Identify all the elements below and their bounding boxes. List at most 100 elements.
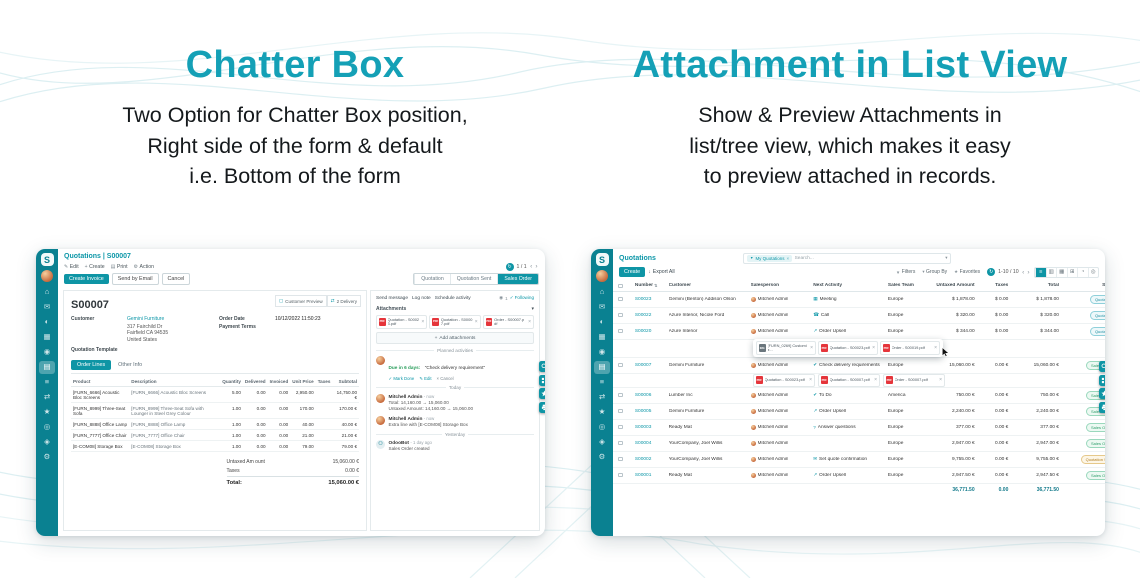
pivot-view-icon[interactable]: ⊞ bbox=[1066, 267, 1078, 277]
purchase-icon[interactable]: ★ bbox=[598, 407, 606, 416]
column-customer[interactable]: Customer bbox=[668, 283, 691, 289]
column-quantity[interactable]: Quantity bbox=[220, 376, 243, 388]
app-logo[interactable]: S bbox=[40, 253, 54, 266]
attachment-chip[interactable]: PDF Quotation - S00023.pdf bbox=[376, 315, 428, 329]
message-author[interactable]: Mitchell Admin bbox=[388, 394, 423, 400]
remove-attachment-icon[interactable] bbox=[475, 319, 478, 325]
print-icon[interactable] bbox=[539, 401, 545, 413]
search-input[interactable]: ▼ My Quotations Search... ▾ bbox=[743, 253, 952, 264]
apps-grid-icon[interactable] bbox=[539, 374, 545, 386]
filters-menu[interactable]: ▼Filters bbox=[895, 269, 916, 276]
cell-number[interactable]: S00001 bbox=[634, 472, 652, 478]
attachment-chip[interactable]: IMG [FURN_0269] Customiz... bbox=[756, 341, 816, 355]
attachment-chip[interactable]: PDF Quotation - S00023.pdf bbox=[753, 373, 815, 387]
calendar-view-icon[interactable]: ▦ bbox=[1056, 267, 1067, 277]
cancel-activity-button[interactable]: Cancel bbox=[437, 376, 454, 382]
search-icon[interactable] bbox=[539, 361, 545, 372]
cell-next-activity[interactable]: ✔To Do bbox=[813, 392, 888, 398]
discuss-icon[interactable]: ✉ bbox=[43, 302, 51, 311]
send-message-button[interactable]: Send message bbox=[376, 295, 408, 301]
cell-next-activity[interactable]: ↗Order Upsell bbox=[813, 472, 888, 478]
attachment-chip[interactable]: PDF Quotation - S00023.pdf bbox=[818, 341, 878, 355]
graph-view-icon[interactable]: ◔ bbox=[1077, 267, 1088, 277]
dashboard-icon[interactable]: ≡ bbox=[44, 377, 50, 386]
column-invoiced[interactable]: Invoiced bbox=[267, 376, 291, 388]
studio-icon[interactable]: ◈ bbox=[599, 437, 605, 446]
quotation-row[interactable]: S00001 Ready Mat Mitchell Admin ↗Order U… bbox=[613, 468, 1105, 484]
quotation-row[interactable]: S00004 YourCompany, Joel Willis Mitchell… bbox=[613, 436, 1105, 452]
status-stage[interactable]: Quotation bbox=[414, 274, 450, 284]
cell-next-activity[interactable]: ✔Check delivery requirements bbox=[813, 362, 888, 368]
export-all-button[interactable]: ↓Export All bbox=[648, 269, 675, 276]
remove-attachment-icon[interactable] bbox=[939, 377, 942, 383]
settings-icon[interactable]: ⚙ bbox=[43, 452, 51, 461]
status-stage[interactable]: Quotation Sent bbox=[449, 274, 498, 284]
quotation-row[interactable]: S00006 Lumber Inc Mitchell Admin ✔To Do … bbox=[613, 388, 1105, 404]
discuss-icon[interactable]: ✉ bbox=[598, 302, 606, 311]
row-checkbox[interactable] bbox=[618, 312, 623, 318]
kanban-view-icon[interactable]: ▥ bbox=[1045, 267, 1057, 277]
cell-next-activity[interactable]: ▦Meeting bbox=[813, 296, 888, 302]
row-checkbox[interactable] bbox=[618, 362, 623, 368]
edit-button[interactable]: ✎Edit bbox=[64, 263, 79, 270]
remove-attachment-icon[interactable] bbox=[810, 345, 813, 351]
cell-number[interactable]: S00002 bbox=[634, 456, 652, 462]
select-all-checkbox[interactable] bbox=[618, 283, 623, 288]
row-checkbox[interactable] bbox=[618, 472, 623, 478]
cell-number[interactable]: S00022 bbox=[634, 312, 652, 318]
contacts-icon[interactable]: ▦ bbox=[598, 332, 606, 341]
crm-icon[interactable]: ◉ bbox=[43, 347, 51, 356]
cancel-button[interactable]: Cancel bbox=[161, 273, 191, 285]
add-attachments-button[interactable]: + Add attachments bbox=[376, 332, 534, 345]
column-next-activity[interactable]: Next Activity bbox=[813, 283, 843, 289]
row-checkbox[interactable] bbox=[618, 456, 623, 462]
favorites-menu[interactable]: ★Favorites bbox=[954, 269, 981, 276]
column-sales-team[interactable]: Sales Team bbox=[887, 283, 914, 289]
crm-icon[interactable]: ◉ bbox=[598, 347, 606, 356]
message-author[interactable]: Mitchell Admin bbox=[388, 416, 423, 422]
accounting-icon[interactable]: ◎ bbox=[598, 422, 606, 431]
user-avatar[interactable] bbox=[596, 269, 608, 282]
remove-facet-icon[interactable] bbox=[786, 256, 789, 261]
cell-next-activity[interactable]: ?Answer questions bbox=[813, 425, 888, 430]
cell-next-activity[interactable]: ↗Order Upsell bbox=[813, 408, 888, 414]
home-icon[interactable]: ⌂ bbox=[44, 287, 50, 296]
mark-done-button[interactable]: ✓ Mark Done bbox=[388, 375, 415, 381]
customer-value[interactable]: Gemini Furniture bbox=[127, 316, 165, 322]
breadcrumb[interactable]: Quotations bbox=[619, 254, 656, 262]
message-author[interactable]: OdooBot bbox=[388, 441, 410, 447]
print-icon[interactable] bbox=[1099, 401, 1105, 413]
print-menu[interactable]: ▤Print bbox=[110, 263, 128, 270]
breadcrumb[interactable]: Quotations | S00007 bbox=[64, 253, 131, 260]
send-by-email-button[interactable]: Send by Email bbox=[111, 273, 159, 285]
attachments-header[interactable]: Attachments ▾ bbox=[376, 306, 534, 312]
remove-attachment-icon[interactable] bbox=[934, 345, 937, 351]
refresh-button[interactable]: ↻ bbox=[987, 268, 996, 277]
column-unit-price[interactable]: Unit Price bbox=[290, 376, 316, 388]
column-subtotal[interactable]: Subtotal bbox=[332, 376, 359, 388]
quotation-row[interactable]: S00005 Gemini Furniture Mitchell Admin ↗… bbox=[613, 404, 1105, 420]
apps-grid-icon[interactable] bbox=[1099, 374, 1105, 386]
column-product[interactable]: Product bbox=[71, 376, 130, 388]
pager-prev-icon[interactable]: ‹ bbox=[530, 263, 533, 270]
cell-number[interactable]: S00007 bbox=[634, 362, 652, 368]
column-salesperson[interactable]: Salesperson bbox=[750, 283, 780, 289]
refresh-button[interactable]: ↻ bbox=[505, 262, 514, 271]
calendar-icon[interactable]: ◐ bbox=[44, 317, 50, 326]
inventory-icon[interactable]: ⇄ bbox=[598, 392, 606, 401]
cell-number[interactable]: S00020 bbox=[634, 328, 652, 334]
customer-preview-button[interactable]: ▢Customer Preview bbox=[274, 295, 327, 307]
order-line-row[interactable]: [FURN_7777] Office Chair [FURN_7777] Off… bbox=[71, 429, 359, 442]
cell-number[interactable]: S00004 bbox=[634, 440, 652, 446]
row-checkbox[interactable] bbox=[618, 424, 623, 430]
row-checkbox[interactable] bbox=[618, 440, 623, 446]
follower-icon[interactable]: ◉ bbox=[499, 295, 504, 300]
column-delivered[interactable]: Delivered bbox=[242, 376, 268, 388]
column-status[interactable]: Status bbox=[1102, 283, 1105, 289]
attachment-chip[interactable]: PDF Quotation - S00007.pdf bbox=[429, 315, 481, 329]
following-toggle[interactable]: ✓Following bbox=[509, 295, 534, 300]
attachment-chip[interactable]: PDF Order - S00007.pdf bbox=[883, 373, 945, 387]
action-menu[interactable]: ⚙Action bbox=[133, 263, 154, 270]
create-invoice-button[interactable]: Create Invoice bbox=[64, 274, 109, 284]
quotation-row[interactable]: S00003 Ready Mat Mitchell Admin ?Answer … bbox=[613, 420, 1105, 436]
